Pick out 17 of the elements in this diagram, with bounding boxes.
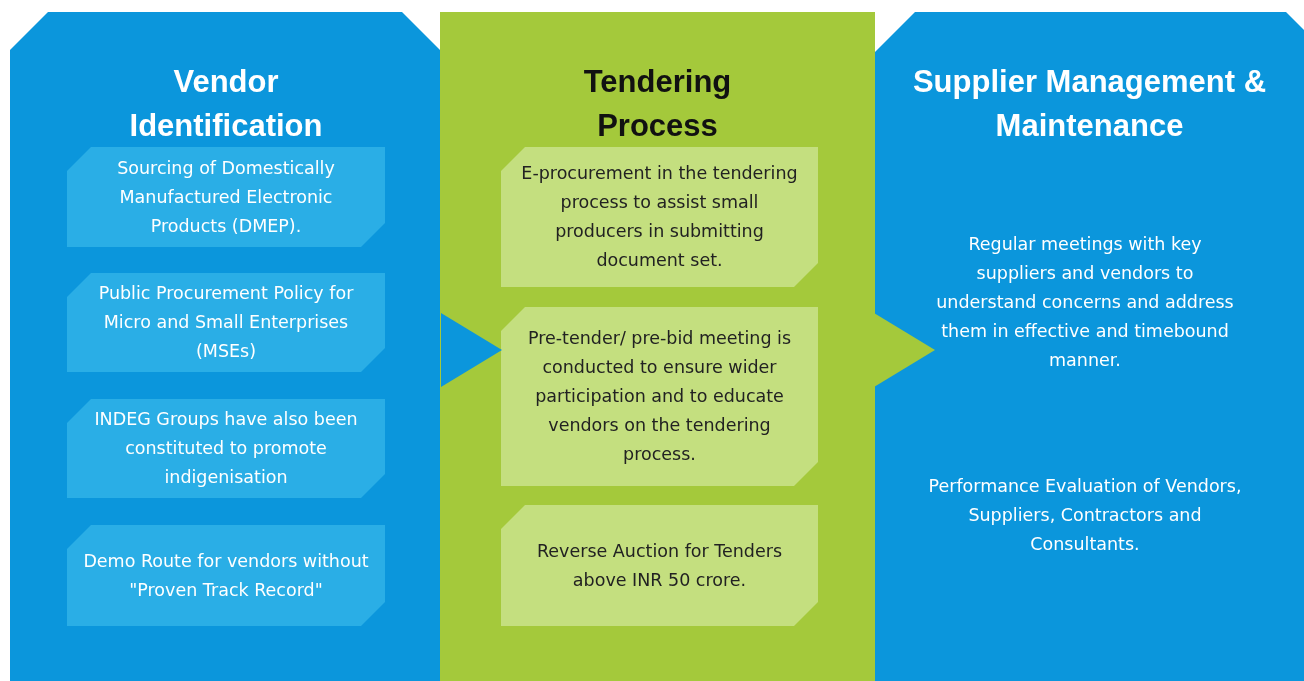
description-text: Performance Evaluation of Vendors, Suppliers, Contractors and Consultants. — [927, 475, 1243, 556]
column-heading: Tendering Process — [582, 63, 733, 145]
description-text: Regular meetings with key suppliers and vendors to understand concerns and address them in effective and timebound manner. — [935, 233, 1235, 372]
text-card: Sourcing of Domestically Manufactured Electronic Products (DMEP). — [67, 147, 385, 247]
column-panel — [440, 12, 875, 681]
text-card: E-procurement in the tendering process to assist small producers in submitting document set. — [501, 147, 818, 287]
column-panel — [10, 12, 442, 681]
chevron-arrow — [441, 313, 502, 387]
text-card: Pre-tender/ pre-bid meeting is conducted to ensure wider participation and to educate vendors on the tendering process. — [501, 307, 818, 486]
column-panel — [875, 12, 1304, 681]
column-heading: Supplier Management & Maintenance — [911, 63, 1268, 145]
chevron-arrow — [874, 313, 935, 387]
text-card: Public Procurement Policy for Micro and Small Enterprises (MSEs) — [67, 273, 385, 372]
text-card: Demo Route for vendors without "Proven Track Record" — [67, 525, 385, 626]
text-card: INDEG Groups have also been constituted to promote indigenisation — [67, 399, 385, 498]
column-heading: Vendor Identification — [128, 63, 324, 145]
text-card: Reverse Auction for Tenders above INR 50 crore. — [501, 505, 818, 626]
